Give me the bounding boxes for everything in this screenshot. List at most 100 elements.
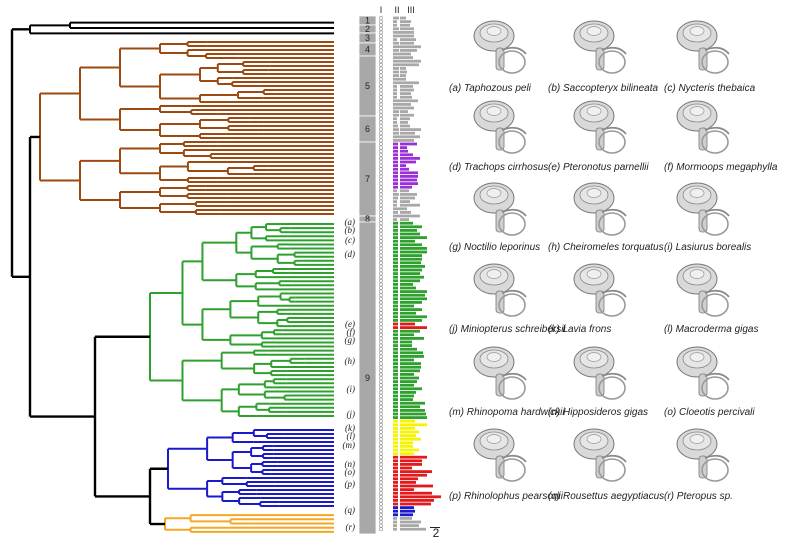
trait-bar-ii: [393, 315, 398, 319]
canal-arc: [601, 46, 627, 55]
trait-marker: [379, 520, 383, 524]
semicircular-canal: [598, 376, 626, 400]
inner-ear-model-icon: [676, 346, 730, 400]
trait-bar-iii: [400, 261, 421, 265]
trait-bar-ii: [393, 157, 398, 160]
trait-bar-ii: [393, 70, 399, 74]
trait-bar-iii: [400, 34, 414, 38]
trait-bar-ii: [393, 149, 398, 153]
trait-bar-iii: [400, 52, 411, 56]
trait-bar-ii: [393, 243, 398, 247]
trait-marker: [379, 444, 383, 449]
trait-bar-iii: [400, 527, 426, 531]
trait-bar-iii: [400, 391, 416, 394]
trait-bar-iii: [400, 275, 424, 279]
trait-bar-ii: [393, 286, 398, 290]
trait-marker: [379, 203, 383, 208]
trait-bar-iii: [400, 383, 414, 387]
trait-bar-iii: [400, 16, 406, 20]
trait-bar-ii: [393, 437, 398, 441]
specimen-caption: (n) Hipposideros gigas: [548, 407, 649, 418]
trait-bar-iii: [400, 167, 409, 171]
tip-letter: (o): [345, 467, 356, 477]
trait-bar-ii: [393, 441, 398, 445]
trait-marker: [379, 350, 383, 355]
trait-bar-ii: [393, 340, 398, 344]
trait-bar-iii: [400, 182, 418, 185]
trait-bar-iii: [400, 405, 420, 409]
trait-bar-ii: [393, 49, 399, 52]
trait-marker: [379, 379, 383, 384]
trait-marker: [379, 437, 383, 442]
specimen-caption: (e) Pteronotus parnellii: [548, 162, 649, 173]
trait-bar-iii: [400, 286, 416, 290]
trait-marker: [379, 516, 383, 521]
trait-marker: [379, 264, 383, 269]
trait-bar-iii: [400, 437, 421, 441]
trait-bar-iii: [400, 520, 421, 524]
trait-marker: [379, 26, 383, 31]
trait-marker: [379, 412, 383, 416]
trait-bar-iii: [400, 247, 427, 250]
trait-bar-iii: [400, 229, 417, 232]
trait-marker: [379, 509, 383, 514]
trait-marker: [379, 59, 383, 64]
trait-marker: [379, 476, 383, 481]
group-number: 5: [365, 81, 370, 91]
trait-bar-iii: [400, 59, 421, 63]
trait-bar-iii: [400, 103, 411, 106]
trait-bar-ii: [393, 214, 400, 218]
semicircular-canal: [701, 130, 729, 154]
trait-bar-ii: [393, 189, 397, 193]
trait-marker: [379, 430, 383, 434]
trait-marker: [379, 88, 383, 92]
semicircular-canal: [498, 130, 526, 154]
trait-bar-iii: [400, 509, 415, 513]
trait-bar-iii: [400, 344, 412, 347]
trait-marker: [379, 318, 383, 323]
trait-bar-iii: [400, 164, 406, 167]
tip-letter: (k): [345, 423, 355, 433]
trait-bar-ii: [393, 153, 398, 157]
trait-marker: [379, 480, 383, 485]
trait-bar-ii: [393, 131, 399, 135]
trait-bar-ii: [393, 203, 397, 207]
trait-marker: [379, 228, 383, 233]
trait-bar-ii: [393, 369, 398, 373]
trait-marker: [379, 368, 383, 373]
trait-bar-iii: [400, 149, 408, 153]
semicircular-canal: [701, 376, 729, 400]
semicircular-canal: [598, 212, 626, 236]
trait-bar-ii: [393, 358, 398, 362]
trait-bar-iii: [400, 499, 434, 502]
trait-marker: [379, 95, 383, 100]
tip-letter: (j): [347, 409, 356, 419]
trait-bar-iii: [400, 319, 422, 322]
trait-marker: [379, 347, 383, 352]
trait-bar-ii: [393, 491, 398, 495]
trait-marker: [379, 246, 383, 251]
trait-bar-ii: [393, 362, 398, 365]
trait-bar-ii: [393, 218, 397, 221]
trait-marker: [379, 48, 383, 53]
trait-marker: [379, 383, 383, 388]
trait-bar-ii: [393, 275, 398, 279]
trait-bar-ii: [393, 77, 400, 81]
trait-marker: [379, 206, 383, 211]
trait-marker: [379, 127, 383, 132]
trait-bar-iii: [400, 203, 420, 207]
cochlea-apex: [689, 269, 705, 279]
trait-bars: [379, 16, 441, 532]
trait-bar-ii: [393, 419, 398, 423]
trait-marker: [379, 473, 383, 478]
trait-bar-iii: [400, 268, 422, 272]
trait-bar-iii: [400, 347, 417, 351]
trait-bar-ii: [393, 117, 397, 121]
trait-marker: [379, 286, 383, 290]
inner-ear-model-icon: [473, 346, 527, 400]
trait-bar-ii: [393, 527, 397, 531]
trait-bar-ii: [393, 27, 399, 31]
trait-marker: [379, 487, 383, 492]
trait-marker: [379, 16, 383, 20]
trait-bar-iii: [400, 92, 411, 95]
